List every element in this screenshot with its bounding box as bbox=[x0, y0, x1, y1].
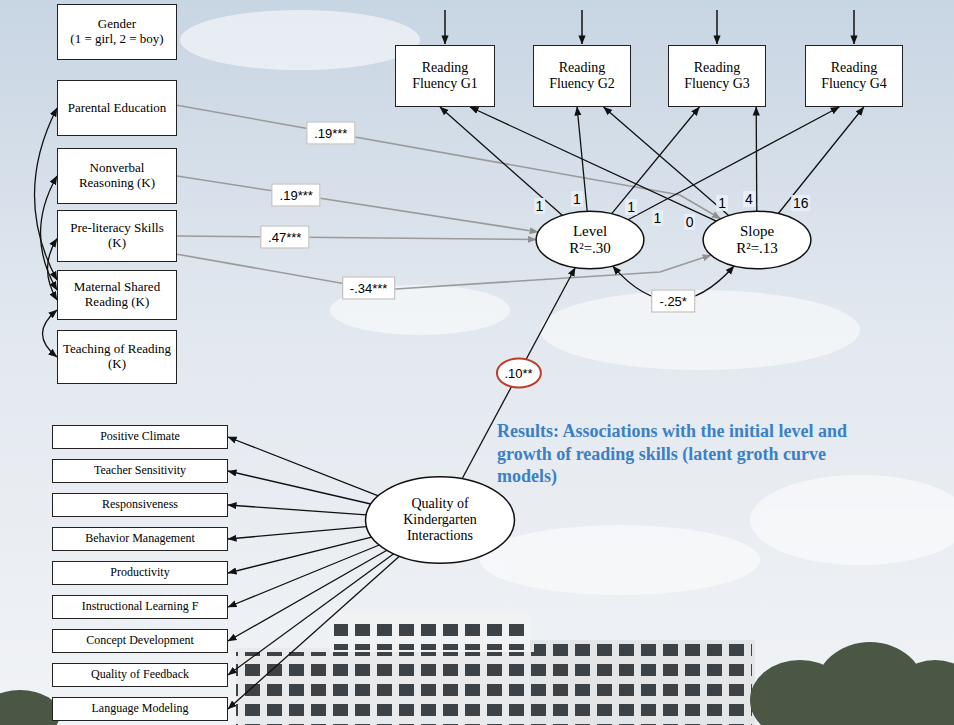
variable-box: Quality of Feedback bbox=[52, 663, 228, 687]
loading-label: 1 bbox=[625, 199, 637, 215]
variable-box: Productivity bbox=[52, 561, 228, 585]
node-text: Maternal Shared Reading (K) bbox=[62, 280, 172, 310]
path-arrow bbox=[228, 471, 371, 504]
node-text: Level bbox=[569, 223, 611, 240]
node-text: R²=.30 bbox=[569, 240, 611, 257]
path-arrow bbox=[177, 176, 538, 232]
variable-box: Teacher Sensitivity bbox=[52, 459, 228, 483]
node-text: Quality of Kindergarten Interactions bbox=[394, 496, 486, 544]
node-text: R²=.13 bbox=[736, 240, 778, 257]
variable-box: Teaching of Reading (K) bbox=[57, 330, 177, 384]
trees bbox=[0, 642, 954, 725]
path-arrow bbox=[778, 107, 864, 214]
path-arrow bbox=[177, 236, 536, 240]
variable-box: Parental Education bbox=[57, 80, 177, 136]
node-text: Concept Development bbox=[86, 634, 194, 648]
node-text: Gender bbox=[70, 17, 163, 32]
path-arrow bbox=[228, 527, 366, 539]
ellipse-outline bbox=[536, 211, 644, 269]
latent-ellipse: LevelR²=.30 bbox=[535, 210, 645, 270]
node-text: Instructional Learning F bbox=[82, 600, 199, 614]
variable-box: Instructional Learning F bbox=[52, 595, 228, 619]
variable-box: Behavior Management bbox=[52, 527, 228, 551]
path-arrow bbox=[228, 437, 378, 496]
ellipse-outline bbox=[366, 477, 515, 563]
ellipse-outline bbox=[703, 211, 811, 269]
path-arrow bbox=[228, 554, 394, 675]
building-photo bbox=[236, 612, 755, 725]
loading-label: 1 bbox=[652, 210, 664, 226]
node-text: Productivity bbox=[110, 566, 169, 580]
node-text: Reading Fluency G4 bbox=[810, 60, 898, 92]
node-text: Positive Climate bbox=[100, 430, 180, 444]
path-coefficient: .47*** bbox=[260, 226, 309, 249]
node-text: Language Modeling bbox=[92, 702, 189, 716]
path-arrow bbox=[440, 107, 562, 215]
node-text: Reading Fluency G2 bbox=[538, 60, 626, 92]
variable-box: Gender(1 = girl, 2 = boy) bbox=[57, 4, 177, 60]
variable-box: Reading Fluency G4 bbox=[805, 45, 903, 107]
loading-label: 1 bbox=[716, 195, 728, 211]
clouds bbox=[180, 10, 954, 595]
path-arrow bbox=[604, 107, 729, 216]
loading-label: 1 bbox=[534, 198, 546, 214]
node-text: Teaching of Reading (K) bbox=[62, 342, 172, 372]
node-text: Teacher Sensitivity bbox=[94, 464, 186, 478]
variable-box: Concept Development bbox=[52, 629, 228, 653]
path-arrow bbox=[612, 107, 700, 214]
node-text: Pre-literacy Skills (K) bbox=[62, 221, 172, 251]
variable-box: Positive Climate bbox=[52, 425, 228, 449]
latent-ellipse: Quality of Kindergarten Interactions bbox=[364, 475, 516, 565]
variable-box: Reading Fluency G1 bbox=[395, 45, 495, 107]
path-arrow bbox=[228, 556, 399, 709]
path-arrow bbox=[43, 310, 58, 357]
node-text: Reading Fluency G3 bbox=[673, 60, 761, 92]
residual-arrows bbox=[445, 10, 854, 44]
path-coefficient: .19*** bbox=[272, 183, 321, 206]
node-text: Quality of Feedback bbox=[91, 668, 189, 682]
variable-box: Pre-literacy Skills (K) bbox=[57, 210, 177, 262]
path-arrow bbox=[470, 107, 716, 221]
variable-box: Responsiveness bbox=[52, 493, 228, 517]
path-arrow bbox=[228, 505, 366, 515]
node-text: Behavior Management bbox=[85, 532, 195, 546]
variable-box: Reading Fluency G3 bbox=[668, 45, 766, 107]
loading-label: 4 bbox=[743, 191, 755, 207]
node-text: Parental Education bbox=[68, 101, 167, 116]
node-text: Reading Fluency G1 bbox=[400, 60, 490, 92]
node-text: Slope bbox=[736, 223, 778, 240]
loading-label: 0 bbox=[684, 214, 696, 230]
path-arrow bbox=[41, 176, 58, 290]
slide-title: Results: Associations with the initial l… bbox=[497, 420, 889, 488]
path-arrow bbox=[177, 105, 721, 219]
path-arrow bbox=[756, 107, 758, 211]
path-arrow bbox=[228, 537, 372, 573]
loading-label: 1 bbox=[571, 191, 583, 207]
path-arrow bbox=[628, 107, 839, 220]
path-arrow bbox=[35, 108, 58, 280]
path-arrow bbox=[228, 550, 387, 641]
variable-box: Reading Fluency G2 bbox=[533, 45, 631, 107]
path-coefficient: -.34*** bbox=[342, 277, 396, 300]
variable-box: Maternal Shared Reading (K) bbox=[57, 270, 177, 320]
path-coefficient: .19*** bbox=[306, 121, 355, 144]
path-coefficient: .10** bbox=[495, 358, 541, 389]
path-arrow bbox=[48, 239, 58, 300]
loading-label: 16 bbox=[791, 195, 811, 211]
latent-ellipse: SlopeR²=.13 bbox=[702, 210, 812, 270]
path-coefficient: -.25* bbox=[651, 289, 694, 312]
variable-box: Language Modeling bbox=[52, 697, 228, 721]
node-text: Nonverbal Reasoning (K) bbox=[62, 161, 172, 191]
variable-box: Nonverbal Reasoning (K) bbox=[57, 148, 177, 204]
node-text: (1 = girl, 2 = boy) bbox=[70, 32, 163, 47]
node-text: Responsiveness bbox=[102, 498, 178, 512]
